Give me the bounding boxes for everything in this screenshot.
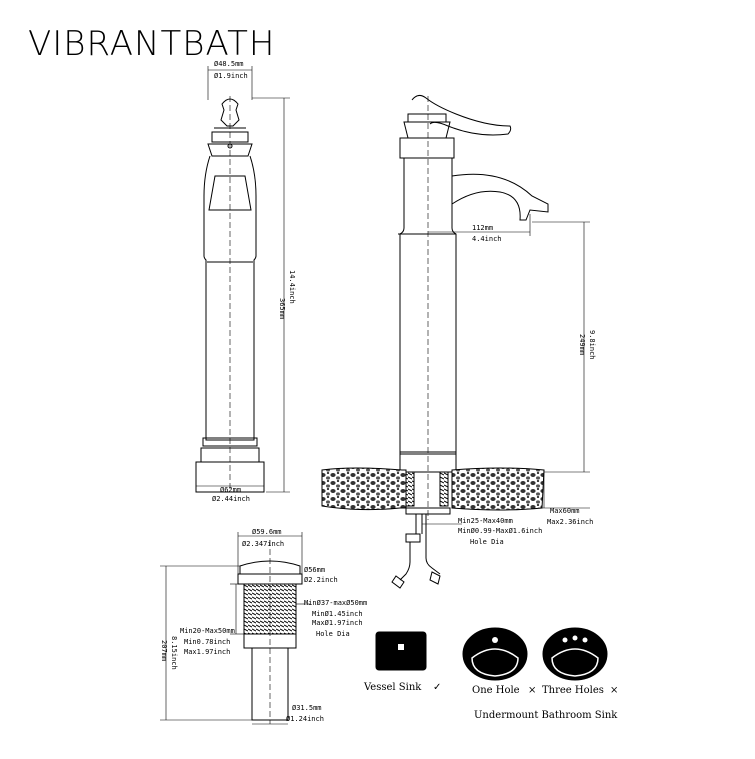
drain-outer-in: Ø2.347inch <box>242 540 284 548</box>
drain-height-mm: 207mm <box>160 640 168 661</box>
drain-range-mm: Min20-Max50mm <box>180 627 235 635</box>
dimension-top-width <box>207 66 253 100</box>
spout-reach-in: 4.4inch <box>472 235 502 243</box>
dimension-total-height <box>252 97 290 493</box>
one-hole-label: One Hole <box>472 685 520 696</box>
faucet-side-view <box>398 94 549 520</box>
three-holes-mark: × <box>610 685 618 696</box>
brand-logo: VIBRANTBATH <box>28 24 276 64</box>
deck-max-mm: Max60mm <box>550 507 580 515</box>
supply-lines <box>391 507 462 589</box>
dimension-deck <box>538 470 590 509</box>
drain-assembly <box>237 540 303 724</box>
vessel-sink-label: Vessel Sink <box>363 682 422 693</box>
dimension-spout-height <box>540 222 590 473</box>
drain-range-in-max: Max1.97inch <box>184 648 230 656</box>
base-diameter-in: Ø2.44inch <box>212 495 250 503</box>
dimension-spout-reach <box>428 214 590 236</box>
height-in: 14.4inch <box>288 270 296 304</box>
drain-bottom-in: Ø1.24inch <box>286 715 324 723</box>
hole-dia-in: MinØ0.99-MaxØ1.6inch <box>458 527 542 535</box>
height-mm: 365mm <box>278 298 286 319</box>
three-holes-sink-icon <box>542 627 608 681</box>
base-diameter-mm: Ø62mm <box>220 486 241 494</box>
vessel-sink-icon <box>375 631 427 671</box>
one-hole-sink-icon <box>462 627 528 681</box>
spout-reach-mm: 112mm <box>472 224 493 232</box>
undermount-label: Undermount Bathroom Sink <box>474 710 618 721</box>
drain-hole-mm: MinØ37-maxØ50mm <box>304 599 367 607</box>
top-diameter-mm: Ø48.5mm <box>214 60 244 68</box>
sink-icons <box>375 627 608 681</box>
drain-hole-label: Hole Dia <box>316 630 350 638</box>
one-hole-mark: × <box>528 685 536 696</box>
faucet-front-view <box>195 96 265 493</box>
top-diameter-in: Ø1.9inch <box>214 72 248 80</box>
spout-height-in: 9.8inch <box>588 330 596 360</box>
deck-max-in: Max2.36inch <box>547 518 593 526</box>
hole-dia-label: Hole Dia <box>470 538 504 546</box>
vessel-sink-mark: ✓ <box>433 682 441 693</box>
drain-hole-in-min: MinØ1.45inch <box>312 610 363 618</box>
hole-dia-mm: Min25-Max40mm <box>458 517 513 525</box>
drain-cap-in: Ø2.2inch <box>304 576 338 584</box>
drain-cap-mm: Ø56mm <box>304 566 325 574</box>
spout-height-mm: 249mm <box>578 334 586 355</box>
drain-bottom-mm: Ø31.5mm <box>292 704 322 712</box>
drain-dimensions <box>160 532 310 725</box>
countertop <box>321 467 545 511</box>
drain-outer-mm: Ø59.6mm <box>252 528 282 536</box>
drain-hole-in-max: MaxØ1.97inch <box>312 619 363 627</box>
drain-height-in: 8.15inch <box>170 636 178 670</box>
three-holes-label: Three Holes <box>542 685 604 696</box>
drain-range-in-min: Min0.78inch <box>184 638 230 646</box>
